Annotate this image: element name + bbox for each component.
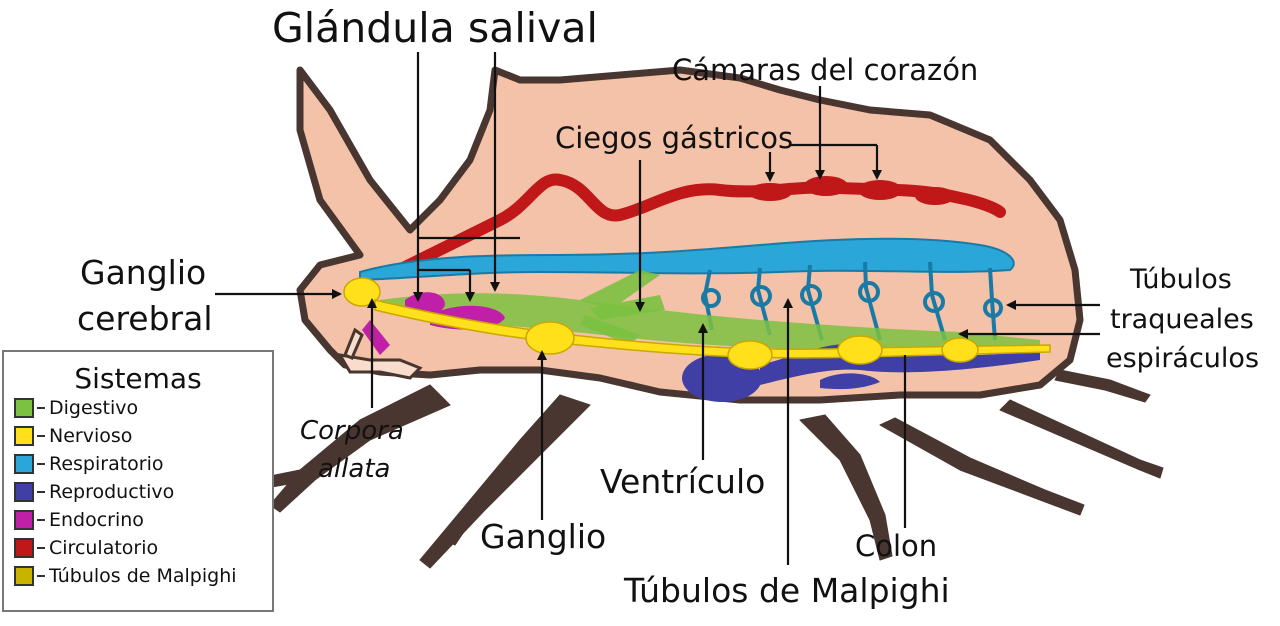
tail-spike bbox=[1054, 369, 1151, 403]
legend-swatch bbox=[14, 426, 34, 446]
legend-item-label: Túbulos de Malpighi bbox=[49, 565, 237, 587]
legend-swatch bbox=[14, 398, 34, 418]
front-leg bbox=[269, 384, 451, 513]
label-tubulos-traqueales-line3: espiráculos bbox=[1106, 343, 1260, 374]
legend-item-label: Endocrino bbox=[49, 509, 144, 531]
legend-item: Reproductivo bbox=[14, 480, 174, 504]
middle-leg-tip bbox=[444, 499, 483, 546]
label-tubulos-traqueales-line1: Túbulos bbox=[1130, 264, 1232, 295]
label-ventriculo: Ventrículo bbox=[600, 462, 766, 501]
legend-title: Sistemas bbox=[74, 362, 202, 395]
legend-item-label: Reproductivo bbox=[49, 481, 175, 503]
legend-dash bbox=[37, 435, 45, 437]
legend-dash bbox=[37, 547, 45, 549]
hind-leg-3 bbox=[999, 399, 1164, 479]
legend-item-label: Respiratorio bbox=[49, 453, 164, 475]
legend-item-label: Nervioso bbox=[49, 425, 133, 447]
legend-swatch bbox=[14, 510, 34, 530]
legend-swatch bbox=[14, 566, 34, 586]
legend-dash bbox=[37, 407, 45, 409]
leader-lines bbox=[215, 52, 1100, 565]
legend-item: Túbulos de Malpighi bbox=[14, 564, 237, 588]
legs bbox=[249, 369, 1164, 569]
legend-item: Respiratorio bbox=[14, 452, 164, 476]
heart-chambers bbox=[748, 176, 955, 205]
legend-item: Endocrino bbox=[14, 508, 144, 532]
legend-dash bbox=[37, 463, 45, 465]
label-tubulos-malpighi: Túbulos de Malpighi bbox=[624, 571, 950, 610]
legend-swatch bbox=[14, 454, 34, 474]
label-ganglio-cerebral-line1: Ganglio bbox=[80, 253, 207, 292]
legend-item: Digestivo bbox=[14, 396, 138, 420]
label-ganglio-cerebral-line2: cerebral bbox=[77, 299, 213, 338]
label-corpora-line1: Corpora bbox=[300, 416, 404, 446]
legend-dash bbox=[37, 519, 45, 521]
label-corpora-line2: allata bbox=[318, 454, 391, 484]
digestive-tract bbox=[380, 293, 1040, 352]
label-ganglio: Ganglio bbox=[480, 517, 607, 556]
legend-item: Circulatorio bbox=[14, 536, 158, 560]
label-tubulos-traqueales-line2: traqueales bbox=[1110, 304, 1254, 335]
label-colon: Colon bbox=[855, 529, 938, 563]
label-camaras-corazon: Cámaras del corazón bbox=[672, 53, 979, 87]
hind-leg-2 bbox=[879, 417, 1085, 516]
label-glandula-salival: Glándula salival bbox=[272, 4, 598, 52]
label-ciegos-gastricos: Ciegos gástricos bbox=[555, 121, 794, 155]
mouthparts bbox=[337, 327, 423, 380]
nervous-system bbox=[343, 277, 1051, 370]
legend-dash bbox=[37, 575, 45, 577]
hind-leg-1 bbox=[799, 414, 893, 561]
legend-dash bbox=[37, 491, 45, 493]
legend-swatch bbox=[14, 538, 34, 558]
legend-item-label: Digestivo bbox=[49, 397, 139, 419]
legend-swatch bbox=[14, 482, 34, 502]
legend-item: Nervioso bbox=[14, 424, 132, 448]
legend-item-label: Circulatorio bbox=[49, 537, 159, 559]
trachea-main bbox=[359, 237, 1015, 282]
tracheal-tubules bbox=[701, 261, 1003, 341]
